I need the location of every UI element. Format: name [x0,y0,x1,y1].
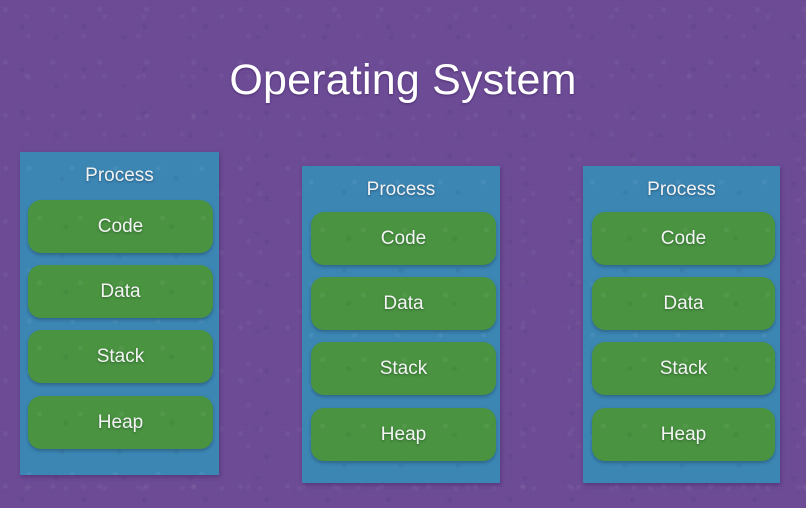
memory-segment-label: Data [100,280,141,302]
process-label: Process [366,179,436,200]
memory-segment[interactable]: Stack [592,342,775,395]
process-label: Process [647,179,716,200]
memory-segment[interactable]: Code [28,200,213,253]
memory-segment-label: Heap [97,411,144,433]
memory-segment[interactable]: Heap [28,396,213,449]
memory-segment-label: Data [663,292,704,314]
memory-segment[interactable]: Heap [311,408,496,461]
memory-segment-label: Stack [96,345,145,367]
memory-segment-label: Code [97,215,144,237]
memory-segment[interactable]: Data [28,265,213,318]
memory-segment[interactable]: Heap [592,408,775,461]
memory-segment[interactable]: Code [311,212,496,265]
memory-segment-label: Stack [379,357,428,379]
memory-segment[interactable]: Stack [28,330,213,383]
memory-segment[interactable]: Stack [311,342,496,395]
memory-segment-label: Heap [380,423,427,445]
memory-segment-label: Stack [659,357,708,379]
memory-segment[interactable]: Data [311,277,496,330]
memory-segment-label: Code [660,227,707,249]
memory-segment-label: Heap [660,423,707,445]
memory-segment-label: Data [383,292,424,314]
memory-segment[interactable]: Code [592,212,775,265]
process-label: Process [85,165,154,186]
memory-segment[interactable]: Data [592,277,775,330]
memory-segment-label: Code [380,227,427,249]
page-title: Operating System [229,56,577,104]
